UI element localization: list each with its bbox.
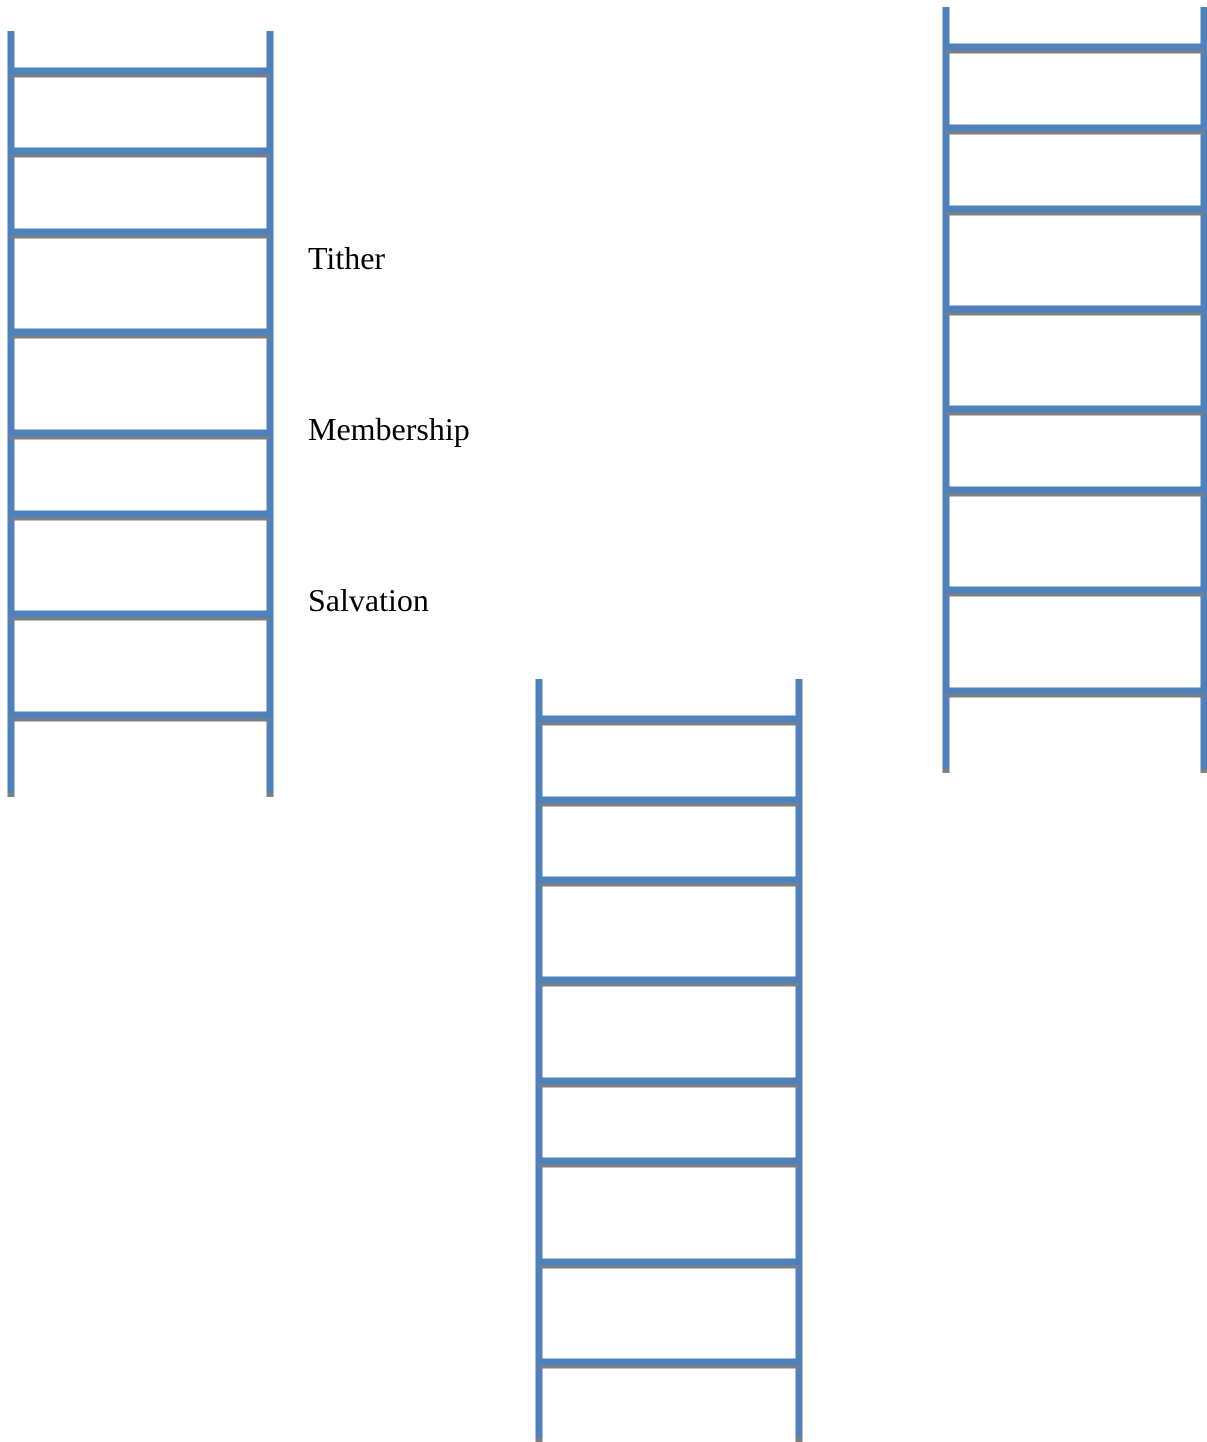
label-membership: Membership (308, 413, 470, 445)
label-tither: Tither (308, 242, 385, 274)
ladder-right (946, 7, 1204, 773)
label-salvation: Salvation (308, 584, 429, 616)
ladder-center (539, 679, 799, 1442)
ladder-left (11, 31, 270, 797)
